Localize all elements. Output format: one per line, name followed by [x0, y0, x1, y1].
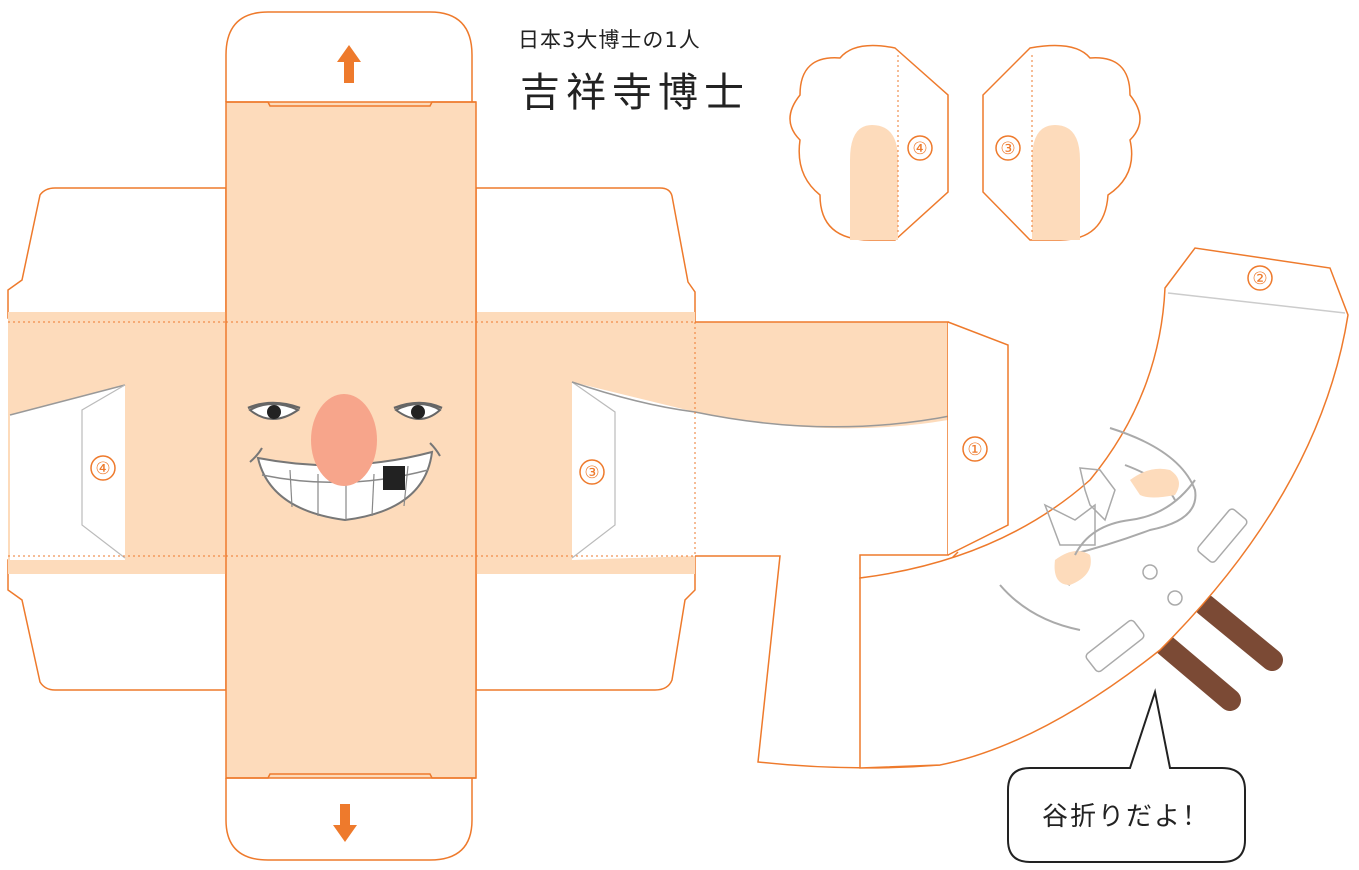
- right-side-marker: ③: [579, 459, 605, 485]
- speech-bubble: 谷折りだよ！: [1007, 688, 1246, 863]
- arrow-up-icon: [337, 45, 361, 83]
- back-tab-marker: ①: [962, 436, 988, 462]
- nose: [311, 394, 377, 486]
- svg-text:②: ②: [1252, 269, 1267, 289]
- svg-text:③: ③: [1000, 139, 1015, 159]
- face: [247, 394, 443, 522]
- arrow-down-icon: [333, 804, 357, 842]
- arm-piece: ②: [859, 247, 1349, 769]
- left-side-panel: [7, 187, 227, 691]
- right-eye: [393, 401, 443, 420]
- hair-piece-right: ③: [982, 44, 1141, 241]
- svg-text:④: ④: [912, 139, 927, 159]
- title-subtitle: 日本3大博士の1人: [518, 28, 701, 52]
- svg-text:③: ③: [584, 463, 599, 483]
- hair-piece-left: ④: [789, 44, 949, 241]
- svg-text:④: ④: [95, 459, 110, 479]
- title-name: 吉祥寺博士: [520, 70, 750, 116]
- back-panel: [571, 321, 1009, 769]
- right-side-panel: [475, 187, 696, 691]
- left-side-marker: ④: [90, 455, 116, 481]
- speech-bubble-text: 谷折りだよ！: [1042, 802, 1210, 832]
- svg-text:①: ①: [967, 440, 982, 460]
- left-eye: [247, 401, 301, 420]
- title-block: 日本3大博士の1人 吉祥寺博士: [518, 28, 750, 116]
